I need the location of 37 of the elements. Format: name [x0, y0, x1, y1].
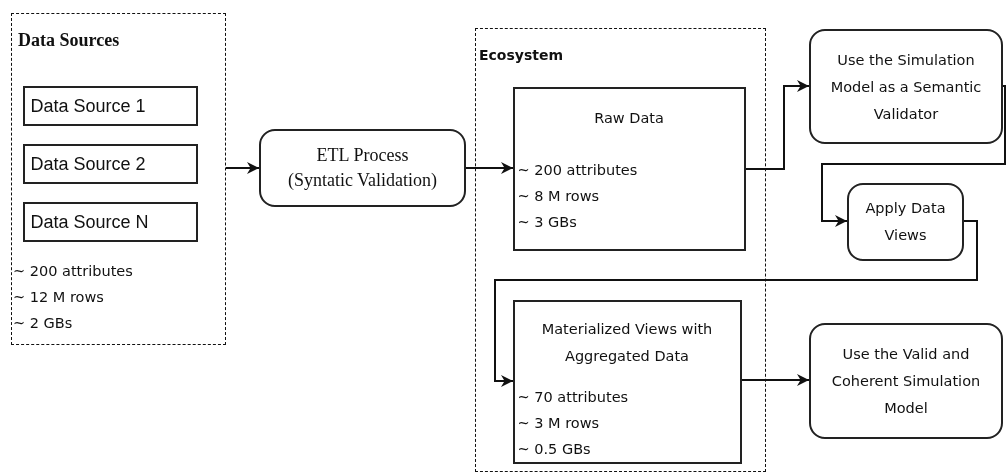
metric-text: ~ 3 GBs — [517, 212, 577, 232]
arrow — [745, 80, 810, 170]
box-label: Apply Data Views — [864, 199, 947, 245]
box-title: Raw Data — [593, 108, 665, 128]
arrow — [741, 374, 810, 386]
box-label: Data Source N — [30, 211, 150, 232]
process-box — [259, 129, 466, 207]
metric-text: ~ 12 M rows — [13, 288, 104, 307]
data-box — [22, 143, 198, 184]
arrow — [494, 220, 978, 387]
metric-text: ~ 70 attributes — [517, 387, 629, 407]
data-box — [22, 85, 198, 126]
metric-text: ~ 3 M rows — [517, 413, 600, 433]
box-label: Data Source 2 — [30, 153, 147, 174]
group-container — [11, 13, 226, 345]
metric-text: ~ 0.5 GBs — [517, 439, 591, 459]
metric-text: ~ 200 attributes — [517, 160, 638, 180]
arrow — [465, 162, 514, 174]
arrow — [821, 85, 1006, 227]
group-title: Ecosystem — [479, 47, 565, 63]
box-title: Materialized Views with Aggregated Data — [540, 319, 714, 366]
process-box — [809, 323, 1003, 439]
box-label: ETL Process (Syntatic Validation) — [287, 144, 438, 192]
data-box — [512, 299, 742, 464]
box-label: Data Source 1 — [30, 95, 147, 116]
process-box — [809, 29, 1003, 144]
data-box — [512, 86, 746, 251]
box-label: Use the Valid and Coherent Simulation Model — [830, 344, 982, 418]
process-box — [847, 183, 964, 261]
metric-text: ~ 200 attributes — [13, 262, 133, 281]
group-title: Data Sources — [18, 30, 121, 51]
group-container — [475, 28, 766, 472]
data-box — [22, 201, 198, 242]
metric-text: ~ 8 M rows — [517, 186, 600, 206]
arrow — [225, 162, 260, 174]
box-label: Use the Simulation Model as a Semantic Validator — [829, 50, 983, 123]
metric-text: ~ 2 GBs — [13, 314, 73, 333]
